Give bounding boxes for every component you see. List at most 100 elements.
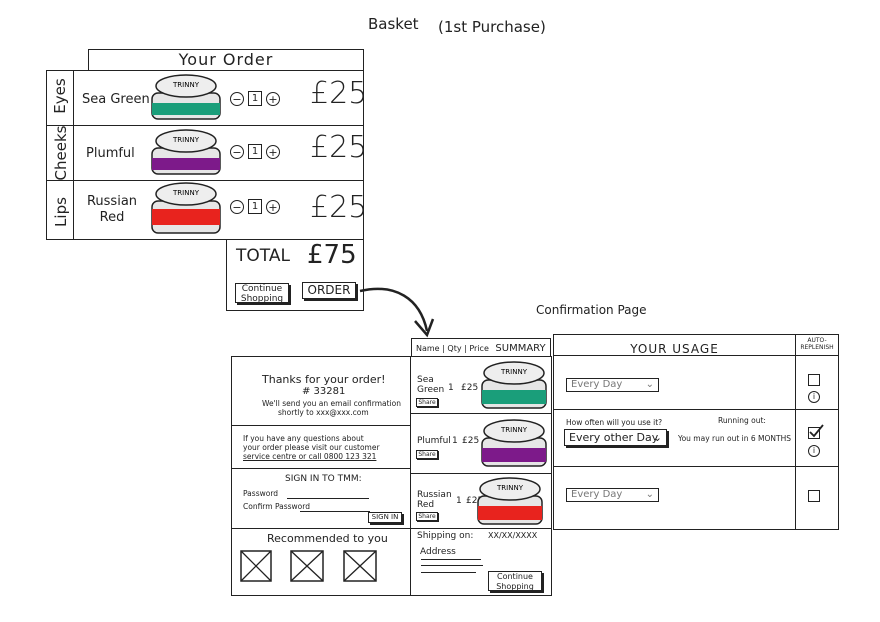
increase-button[interactable]: + — [266, 144, 280, 159]
confirmation-label: Confirmation Page — [536, 303, 647, 317]
product-jar: TRINNY — [477, 477, 543, 525]
summary-item-price: £25 — [462, 436, 480, 446]
thanks-heading: Thanks for your order! — [262, 373, 386, 386]
category-label-lips: Lips — [52, 197, 70, 227]
basket-item-name: Russian Red — [86, 194, 138, 225]
continue-shopping-button[interactable]: Continue Shopping — [488, 571, 542, 591]
svg-text:TRINNY: TRINNY — [172, 189, 200, 197]
usage-frequency-select[interactable]: Every other Day ⌄ — [564, 429, 667, 446]
email-note: We'll send you an email confirmation — [262, 399, 401, 408]
share-button[interactable]: Share — [416, 450, 438, 459]
summary-item-qty: 1 — [448, 383, 454, 393]
summary-item-name: Russian Red — [417, 490, 452, 510]
summary-item-name: Sea Green — [417, 375, 445, 395]
confirm-password-field[interactable] — [300, 511, 370, 512]
checkmark-icon — [809, 424, 824, 438]
svg-text:TRINNY: TRINNY — [500, 368, 528, 376]
basket-item-name: Plumful — [86, 146, 135, 161]
usage-frequency-select[interactable]: Every Day ⌄ — [566, 378, 659, 392]
summary-item-qty: 1 — [456, 496, 462, 506]
signin-button[interactable]: SIGN IN — [368, 512, 402, 523]
signin-title: SIGN IN TO TMM: — [285, 474, 362, 484]
share-button[interactable]: Share — [416, 398, 438, 407]
increase-button[interactable]: + — [266, 91, 280, 106]
basket-tab-label: Your Order — [178, 50, 274, 69]
quantity-stepper[interactable]: − 1 + — [230, 91, 280, 106]
product-jar: TRINNY — [481, 361, 547, 409]
summary-item-price: £25 — [466, 496, 484, 506]
svg-text:TRINNY: TRINNY — [172, 81, 200, 89]
col-price: Price — [469, 344, 489, 353]
order-button[interactable]: ORDER — [302, 282, 356, 299]
decrease-button[interactable]: − — [230, 144, 244, 159]
auto-replenish-checkbox[interactable] — [808, 374, 820, 386]
auto-replenish-title: AUTO-REPLENISH — [800, 337, 834, 351]
col-name: Name — [416, 344, 440, 353]
page-title: Basket — [368, 15, 419, 33]
customer-service-link[interactable]: service centre or call 0800 123 321 — [243, 452, 377, 461]
usage-question: How often will you use it? — [566, 418, 663, 427]
basket-item-name: Sea Green — [82, 92, 150, 107]
recommended-title: Recommended to you — [267, 532, 388, 545]
password-label: Password — [243, 489, 279, 498]
quantity-value[interactable]: 1 — [248, 91, 262, 106]
password-field[interactable] — [287, 498, 369, 499]
auto-replenish-checkbox[interactable] — [808, 490, 820, 502]
usage-select-value: Every other Day — [569, 431, 659, 444]
chevron-down-icon: ⌄ — [645, 489, 654, 500]
quantity-stepper[interactable]: − 1 + — [230, 144, 280, 159]
chevron-down-icon: ⌄ — [652, 431, 662, 444]
usage-select-value: Every Day — [571, 379, 623, 390]
svg-text:TRINNY: TRINNY — [500, 426, 528, 434]
quantity-value[interactable]: 1 — [248, 199, 262, 214]
product-jar: TRINNY — [151, 182, 221, 234]
category-label-cheeks: Cheeks — [52, 125, 70, 181]
svg-text:TRINNY: TRINNY — [172, 136, 200, 144]
questions-note: If you have any questions about — [243, 434, 364, 443]
quantity-value[interactable]: 1 — [248, 144, 262, 159]
item-price: £25 — [310, 130, 368, 165]
flow-arrow — [359, 287, 435, 338]
chevron-down-icon: ⌄ — [645, 379, 654, 390]
running-out-label: Running out: — [718, 416, 766, 425]
item-price: £25 — [310, 76, 368, 111]
product-jar: TRINNY — [151, 129, 221, 175]
item-price: £25 — [310, 190, 368, 225]
summary-panel — [410, 356, 552, 596]
basket-tab: Your Order — [88, 49, 364, 71]
info-icon[interactable]: i — [808, 445, 820, 457]
shipping-date: XX/XX/XXXX — [488, 531, 538, 540]
usage-tab: YOUR USAGE — [553, 334, 796, 356]
order-number: # 33281 — [302, 386, 346, 397]
auto-replenish-tab: AUTO-REPLENISH — [795, 334, 839, 356]
summary-item-name: Plumful — [417, 436, 451, 446]
recommended-placeholder[interactable] — [290, 550, 324, 582]
info-icon[interactable]: i — [808, 391, 820, 403]
share-button[interactable]: Share — [416, 512, 438, 521]
decrease-button[interactable]: − — [230, 91, 244, 106]
increase-button[interactable]: + — [266, 199, 280, 214]
usage-select-value: Every Day — [571, 489, 623, 500]
col-qty: Qty — [447, 344, 462, 353]
running-out-text: You may run out in 6 MONTHS — [678, 434, 792, 443]
total-value: £75 — [307, 240, 357, 270]
summary-title: SUMMARY — [495, 343, 546, 354]
usage-frequency-select[interactable]: Every Day ⌄ — [566, 488, 659, 502]
questions-note: your order please visit our customer — [243, 443, 380, 452]
usage-title: YOUR USAGE — [630, 342, 719, 356]
product-jar: TRINNY — [151, 74, 221, 120]
total-label: TOTAL — [236, 246, 290, 266]
product-jar: TRINNY — [481, 419, 547, 467]
recommended-placeholder[interactable] — [240, 550, 272, 582]
address-label: Address — [420, 547, 456, 557]
total-panel — [226, 239, 364, 311]
auto-replenish-checkbox-checked[interactable] — [808, 424, 824, 439]
confirm-password-label: Confirm Password — [243, 502, 310, 511]
quantity-stepper[interactable]: − 1 + — [230, 199, 280, 214]
recommended-placeholder[interactable] — [343, 550, 377, 582]
continue-shopping-button[interactable]: Continue Shopping — [235, 283, 289, 304]
summary-item-qty: 1 — [452, 436, 458, 446]
basket-panel — [46, 70, 364, 240]
svg-text:TRINNY: TRINNY — [496, 484, 524, 492]
decrease-button[interactable]: − — [230, 199, 244, 214]
